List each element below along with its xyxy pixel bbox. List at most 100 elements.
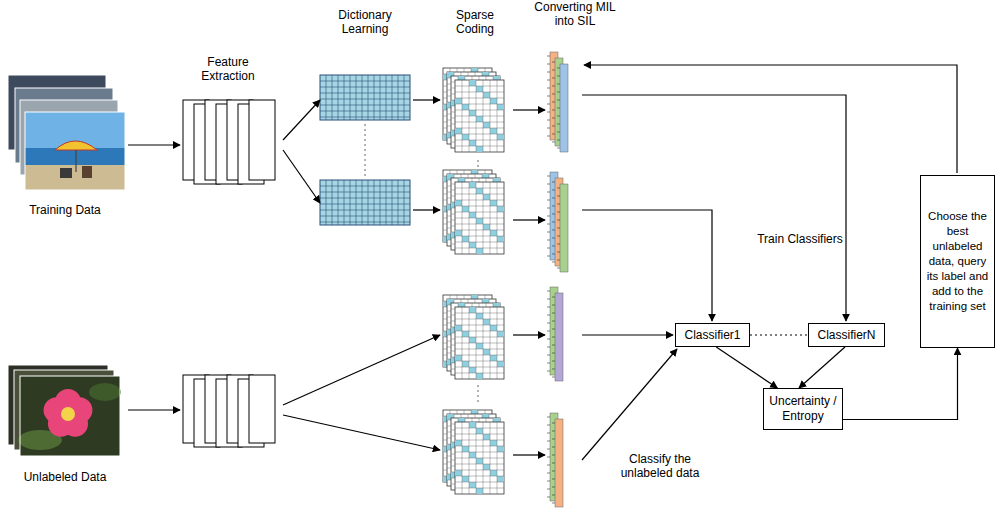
flow-arrow (128, 65, 957, 460)
sparse-code-part (497, 134, 504, 140)
sparse-code-part (476, 488, 483, 494)
instance-vector-part (547, 128, 550, 129)
sparse-code-part (462, 361, 469, 367)
sparse-code-part (483, 349, 490, 355)
instance-vector-part (547, 299, 550, 300)
flow-arrow-part (128, 144, 180, 145)
instance-vector-part (547, 256, 550, 257)
instance-vector-part (552, 214, 555, 215)
flow-arrow-part (582, 349, 677, 460)
sparse-code-part (455, 458, 504, 459)
sparse-code-part (476, 428, 483, 434)
dictionary-matrix-part (362, 75, 363, 120)
sparse-code-part (455, 230, 504, 231)
instance-vector-part (552, 134, 555, 135)
sparse-code-part (476, 458, 483, 464)
dictionary-matrix-part (344, 75, 345, 120)
feature-stack (183, 100, 275, 184)
instance-vector-part (547, 104, 550, 105)
instance-vector-part (557, 228, 560, 229)
sparse-code-part (476, 188, 483, 194)
instance-vector-part (547, 371, 550, 372)
sparse-code-part (455, 440, 504, 441)
sparse-code-part (476, 218, 483, 224)
classifier-box: ClassifierN (808, 323, 885, 347)
flow-arrow-part (283, 100, 320, 140)
training-photo-part (75, 150, 76, 172)
dictionary-matrix-part (320, 186, 410, 187)
sparse-code-part (455, 194, 504, 195)
training-photo-part (25, 148, 125, 165)
instance-vector-part (557, 132, 560, 133)
sparse-code-part (469, 110, 476, 116)
instance-vector-part (552, 463, 555, 464)
dictionary-matrix-part (350, 180, 351, 225)
sparse-code-part (455, 349, 504, 350)
instance-vector (547, 172, 568, 272)
dictionary-matrix-part (320, 216, 410, 217)
instance-vector-part (552, 305, 555, 306)
sparse-code-part (490, 230, 497, 236)
instance-vector-part (547, 56, 550, 57)
instance-vector-part (560, 64, 568, 152)
box-text: Classifier1 (684, 328, 740, 343)
instance-vector-part (552, 337, 555, 338)
instance-vector-part (557, 204, 560, 205)
sparse-code-part (469, 367, 476, 373)
instance-vector-part (547, 307, 550, 308)
instance-vector-part (547, 248, 550, 249)
sparse-code-part (490, 355, 497, 361)
instance-vector-part (547, 347, 550, 348)
instance-vector-part (547, 433, 550, 434)
sparse-code-part (476, 313, 483, 319)
instance-vector-part (557, 84, 560, 85)
instance-vector-part (557, 236, 560, 237)
sparse-code-part (455, 464, 504, 465)
sparse-code-part (469, 482, 476, 488)
sparse-code-part (469, 452, 476, 458)
dictionary-matrix-part (326, 180, 327, 225)
sparse-code-part (455, 434, 504, 435)
feature-stack-part (249, 100, 275, 180)
sparse-code-part (455, 182, 504, 254)
sparse-code-part (455, 86, 504, 87)
ellipsis-line-part (478, 385, 479, 405)
uncertainty-box: Uncertainty / Entropy (763, 388, 843, 430)
instance-vector-part (552, 222, 555, 223)
sparse-code-part (455, 488, 504, 489)
dictionary-matrix-part (320, 192, 410, 193)
sparse-code-part (455, 110, 504, 111)
sparse-code-part (469, 80, 476, 86)
ellipsis-line-part (478, 160, 479, 168)
sparse-code-part (455, 200, 462, 206)
dictionary-matrix-part (374, 75, 375, 120)
dictionary-matrix-part (350, 75, 351, 120)
sparse-code-part (455, 122, 504, 123)
flow-arrow-part (513, 219, 545, 220)
sparse-code-part (455, 224, 504, 225)
instance-vector-part (555, 419, 563, 507)
dictionary-matrix-part (320, 93, 410, 94)
sparse-code-part (455, 325, 504, 326)
instance-vector-part (547, 112, 550, 113)
instance-vector-part (547, 449, 550, 450)
unlabeled-photo (8, 365, 121, 456)
dictionary-matrix-part (320, 204, 410, 205)
instance-vector-part (547, 457, 550, 458)
instance-vector-part (557, 116, 560, 117)
instance-vector-part (557, 252, 560, 253)
instance-vector-part (552, 190, 555, 191)
instance-vector-part (557, 196, 560, 197)
instance-vector-part (557, 92, 560, 93)
instance-vector-part (552, 495, 555, 496)
instance-vector-part (557, 76, 560, 77)
instance-vector-part (547, 291, 550, 292)
flow-arrow-part (283, 415, 440, 450)
sparse-code-part (469, 212, 476, 218)
feature-stack-part (249, 375, 275, 443)
instance-vector-part (552, 439, 555, 440)
sparse-code-part (462, 134, 469, 140)
flow-arrow-part (413, 99, 440, 100)
sparse-code-part (497, 361, 504, 367)
